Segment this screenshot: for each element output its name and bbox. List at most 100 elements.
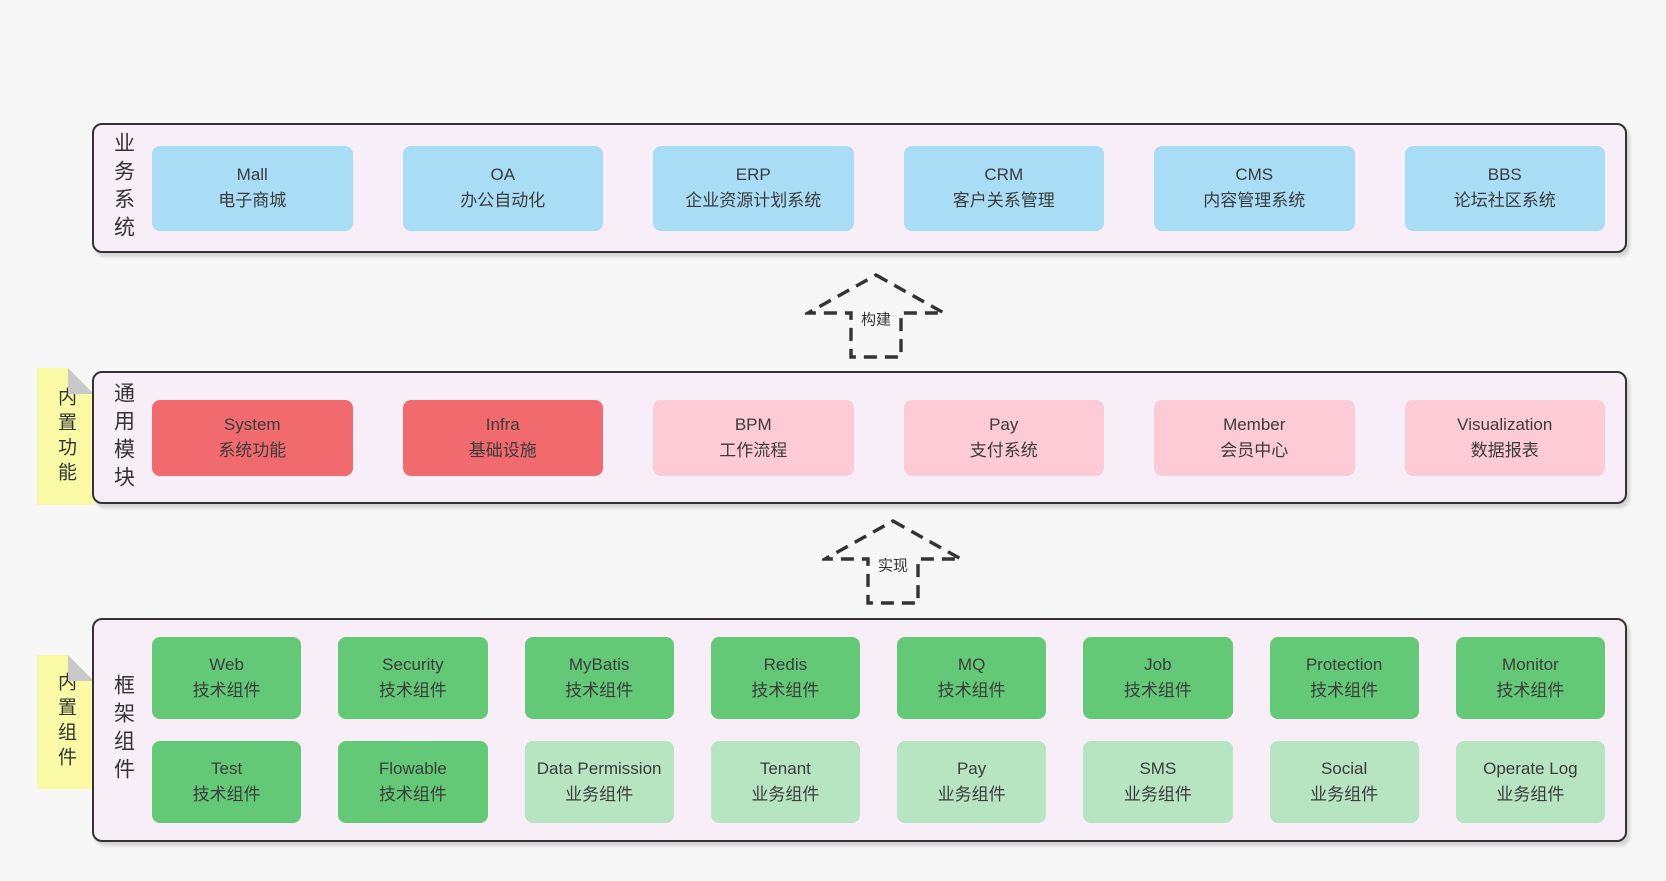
box-title: MyBatis — [568, 655, 630, 674]
folded-corner-icon — [68, 368, 94, 394]
box-subtitle: 业务组件 — [1310, 785, 1379, 804]
arrow-label: 实现 — [874, 554, 912, 576]
box-system: System 系统功能 — [152, 399, 353, 476]
box-crm: CRM 客户关系管理 — [903, 145, 1104, 231]
layer-label-modules: 通用模块 — [111, 381, 135, 494]
box-sms: SMS 业务组件 — [1083, 741, 1233, 823]
box-title: Redis — [763, 655, 808, 674]
box-subtitle: 技术组件 — [1496, 681, 1565, 700]
box-mall: Mall 电子商城 — [152, 145, 353, 231]
box-title: BBS — [1487, 165, 1522, 184]
box-title: BPM — [734, 414, 772, 434]
sticky-note-builtin-features: 内置功能 — [37, 368, 94, 505]
box-oa: OA 办公自动化 — [402, 145, 603, 231]
box-title: Data Permission — [536, 759, 662, 778]
box-title: Operate Log — [1483, 759, 1578, 778]
box-mq: MQ 技术组件 — [897, 637, 1047, 719]
layer-label-business: 业务系统 — [111, 132, 135, 244]
box-job: Job 技术组件 — [1083, 637, 1233, 719]
components-row-1: Web 技术组件 Security 技术组件 MyBatis 技术组件 Redi… — [152, 637, 1605, 719]
box-subtitle: 会员中心 — [1220, 440, 1289, 460]
layer-business-systems: 业务系统 Mall 电子商城 OA 办公自动化 ERP 企业资源计划系统 CRM… — [92, 123, 1627, 253]
note-label: 内置功能 — [55, 386, 76, 487]
box-pay-biz: Pay 业务组件 — [897, 741, 1047, 823]
box-subtitle: 基础设施 — [468, 440, 537, 460]
box-subtitle: 支付系统 — [969, 440, 1038, 460]
layer-framework-components: 框架组件 Web 技术组件 Security 技术组件 MyBatis 技术组件… — [92, 618, 1627, 842]
box-subtitle: 技术组件 — [192, 785, 261, 804]
box-subtitle: 技术组件 — [192, 681, 261, 700]
box-redis: Redis 技术组件 — [710, 637, 860, 719]
box-subtitle: 数据报表 — [1470, 440, 1539, 460]
box-subtitle: 技术组件 — [1123, 681, 1192, 700]
box-title: Web — [209, 655, 244, 674]
box-security: Security 技术组件 — [338, 637, 488, 719]
box-erp: ERP 企业资源计划系统 — [653, 145, 854, 231]
box-title: ERP — [735, 165, 771, 184]
box-title: CMS — [1235, 165, 1274, 184]
note-label: 内置组件 — [55, 672, 76, 772]
box-title: Security — [382, 655, 444, 674]
box-title: Flowable — [378, 759, 447, 778]
sticky-note-builtin-components: 内置组件 — [37, 655, 94, 789]
box-protection: Protection 技术组件 — [1269, 637, 1419, 719]
box-title: Job — [1144, 655, 1172, 674]
box-infra: Infra 基础设施 — [402, 399, 603, 476]
box-title: System — [223, 414, 281, 434]
box-title: MQ — [957, 655, 986, 674]
box-title: Member — [1223, 414, 1286, 434]
box-subtitle: 技术组件 — [565, 681, 634, 700]
box-member: Member 会员中心 — [1154, 399, 1355, 476]
box-subtitle: 内容管理系统 — [1203, 191, 1306, 210]
folded-corner-icon — [68, 655, 94, 681]
dashed-up-arrow-icon — [805, 273, 947, 359]
arrow-implement-up: 实现 — [822, 518, 964, 606]
box-title: Tenant — [759, 759, 811, 778]
box-visualization: Visualization 数据报表 — [1404, 399, 1605, 476]
box-flowable: Flowable 技术组件 — [338, 741, 488, 823]
box-web: Web 技术组件 — [152, 637, 302, 719]
business-box-row: Mall 电子商城 OA 办公自动化 ERP 企业资源计划系统 CRM 客户关系… — [152, 125, 1605, 251]
box-subtitle: 企业资源计划系统 — [685, 191, 822, 210]
components-row-2: Test 技术组件 Flowable 技术组件 Data Permission … — [152, 741, 1605, 823]
box-subtitle: 技术组件 — [751, 681, 820, 700]
box-subtitle: 业务组件 — [565, 785, 634, 804]
box-pay: Pay 支付系统 — [903, 399, 1104, 476]
box-title: Pay — [956, 759, 987, 778]
box-operate-log: Operate Log 业务组件 — [1455, 741, 1605, 823]
box-subtitle: 业务组件 — [1496, 785, 1565, 804]
box-subtitle: 技术组件 — [937, 681, 1006, 700]
box-title: Monitor — [1502, 655, 1559, 674]
box-social: Social 业务组件 — [1269, 741, 1419, 823]
box-subtitle: 业务组件 — [1123, 785, 1192, 804]
box-title: OA — [490, 165, 516, 184]
box-tenant: Tenant 业务组件 — [710, 741, 860, 823]
box-subtitle: 业务组件 — [751, 785, 820, 804]
box-title: Infra — [485, 414, 520, 434]
box-subtitle: 业务组件 — [937, 785, 1006, 804]
layer-common-modules: 通用模块 System 系统功能 Infra 基础设施 BPM 工作流程 Pay… — [92, 371, 1627, 504]
dashed-up-arrow-icon — [822, 519, 964, 605]
box-subtitle: 办公自动化 — [460, 191, 546, 210]
arrow-label: 构建 — [857, 308, 895, 330]
box-title: Mall — [236, 165, 268, 184]
box-title: SMS — [1139, 759, 1177, 778]
components-box-grid: Web 技术组件 Security 技术组件 MyBatis 技术组件 Redi… — [152, 620, 1605, 840]
box-title: CRM — [984, 165, 1024, 184]
box-mybatis: MyBatis 技术组件 — [524, 637, 674, 719]
arrow-build-up: 构建 — [805, 272, 947, 360]
box-subtitle: 系统功能 — [218, 440, 287, 460]
box-subtitle: 工作流程 — [719, 440, 788, 460]
layer-label-components: 框架组件 — [111, 674, 135, 786]
modules-box-row: System 系统功能 Infra 基础设施 BPM 工作流程 Pay 支付系统… — [152, 373, 1605, 502]
box-subtitle: 技术组件 — [378, 785, 447, 804]
box-subtitle: 技术组件 — [378, 681, 447, 700]
box-subtitle: 论坛社区系统 — [1453, 191, 1556, 210]
box-cms: CMS 内容管理系统 — [1154, 145, 1355, 231]
box-data-permission: Data Permission 业务组件 — [524, 741, 674, 823]
box-subtitle: 客户关系管理 — [952, 191, 1055, 210]
box-bpm: BPM 工作流程 — [653, 399, 854, 476]
box-bbs: BBS 论坛社区系统 — [1404, 145, 1605, 231]
box-title: Pay — [989, 414, 1019, 434]
